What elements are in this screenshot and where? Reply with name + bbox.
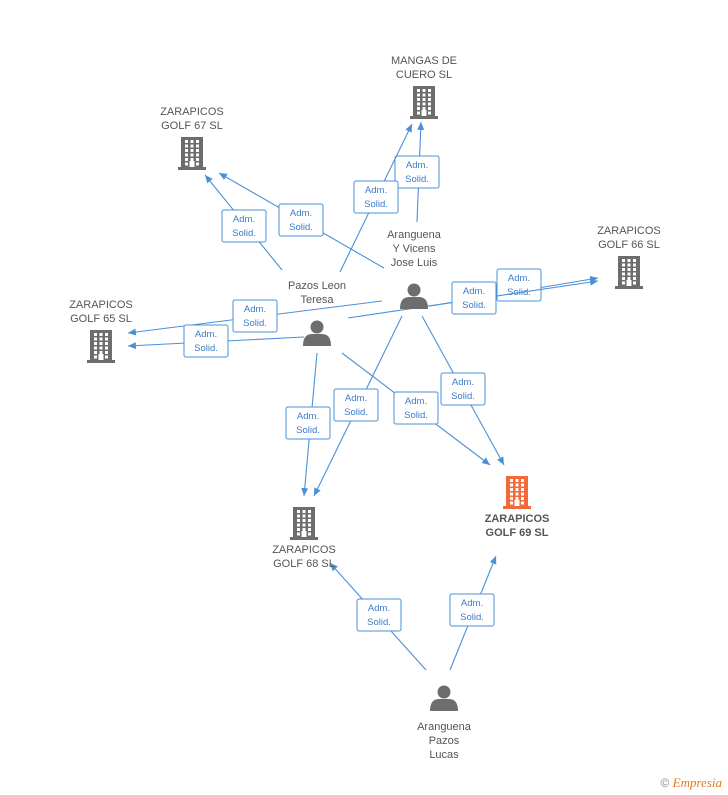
node-label: MANGAS DE bbox=[391, 55, 457, 67]
edge-teresa-to-golf69[interactable]: Adm. Solid. bbox=[341, 352, 491, 466]
building-icon bbox=[178, 137, 206, 170]
company-node-golf69[interactable]: ZARAPICOS GOLF 69 SL bbox=[485, 476, 550, 539]
person-icon bbox=[400, 283, 428, 309]
node-label: CUERO SL bbox=[396, 69, 452, 81]
edge-label-text: Solid. bbox=[243, 318, 267, 329]
company-node-golf68[interactable]: ZARAPICOS GOLF 68 SL bbox=[272, 507, 336, 570]
edge-label-text: Adm. bbox=[461, 598, 483, 609]
edge-jose-to-mangas[interactable]: Adm. Solid. bbox=[394, 121, 440, 223]
edge-label-text: Adm. bbox=[463, 286, 485, 297]
company-node-golf65[interactable]: ZARAPICOS GOLF 65 SL bbox=[69, 299, 133, 363]
edge-label-text: Adm. bbox=[406, 160, 428, 171]
node-label: ZARAPICOS bbox=[69, 299, 133, 311]
edge-teresa-to-golf68[interactable]: Adm. Solid. bbox=[285, 352, 331, 497]
person-icon bbox=[430, 685, 458, 711]
edge-jose-to-golf67[interactable]: Adm. Solid. bbox=[218, 172, 385, 269]
edge-label-box[interactable]: Adm. Solid. bbox=[353, 180, 399, 214]
footer-credit: © Empresia bbox=[660, 775, 722, 791]
edge-label-text: Solid. bbox=[451, 391, 475, 402]
edge-label-box[interactable]: Adm. Solid. bbox=[451, 281, 497, 315]
edge-label-text: Adm. bbox=[452, 377, 474, 388]
copyright-symbol: © bbox=[660, 776, 670, 790]
edge-label-text: Solid. bbox=[405, 174, 429, 185]
edge-teresa-to-golf65[interactable]: Adm. Solid. bbox=[127, 324, 305, 358]
edge-label-text: Adm. bbox=[233, 214, 255, 225]
edge-teresa-to-golf66[interactable]: Adm. Solid. bbox=[347, 278, 599, 319]
edge-label-box[interactable]: Adm. Solid. bbox=[183, 324, 229, 358]
edge-label-box[interactable]: Adm. Solid. bbox=[449, 593, 495, 627]
node-label: GOLF 69 SL bbox=[486, 527, 549, 539]
edge-label-box[interactable]: Adm. Solid. bbox=[440, 372, 486, 406]
edge-jose-to-golf68[interactable]: Adm. Solid. bbox=[313, 315, 403, 497]
node-label: GOLF 66 SL bbox=[598, 239, 660, 251]
building-icon bbox=[410, 86, 438, 119]
edge-label-text: Solid. bbox=[194, 343, 218, 354]
node-label: Aranguena bbox=[387, 229, 442, 241]
building-icon bbox=[503, 476, 531, 509]
edge-label-text: Solid. bbox=[289, 222, 313, 233]
edge-label-text: Solid. bbox=[462, 300, 486, 311]
company-node-golf66[interactable]: ZARAPICOS GOLF 66 SL bbox=[597, 225, 661, 289]
edge-label-text: Adm. bbox=[368, 603, 390, 614]
node-label: Aranguena bbox=[417, 721, 472, 733]
edge-label-text: Solid. bbox=[367, 617, 391, 628]
node-label: Pazos bbox=[429, 735, 460, 747]
node-label: Teresa bbox=[300, 294, 334, 306]
edge-label-box[interactable]: Adm. Solid. bbox=[394, 155, 440, 189]
company-node-golf67[interactable]: ZARAPICOS GOLF 67 SL bbox=[160, 106, 224, 170]
edge-label-box[interactable]: Adm. Solid. bbox=[356, 598, 402, 632]
edge-teresa-to-golf67[interactable]: Adm. Solid. bbox=[204, 174, 283, 271]
node-label: Y Vicens bbox=[392, 243, 436, 255]
edge-lucas-to-golf69[interactable]: Adm. Solid. bbox=[449, 555, 497, 671]
node-label: GOLF 67 SL bbox=[161, 120, 223, 132]
edge-label-text: Adm. bbox=[345, 393, 367, 404]
building-icon bbox=[290, 507, 318, 540]
edge-label-box[interactable]: Adm. Solid. bbox=[393, 391, 439, 425]
node-label: Jose Luis bbox=[391, 257, 438, 269]
building-icon bbox=[87, 330, 115, 363]
edge-label-text: Adm. bbox=[508, 273, 530, 284]
edge-label-box[interactable]: Adm. Solid. bbox=[221, 209, 267, 243]
edge-teresa-to-mangas[interactable]: Adm. Solid. bbox=[339, 123, 413, 273]
edge-lucas-to-golf68[interactable]: Adm. Solid. bbox=[329, 562, 427, 671]
edge-label-box[interactable]: Adm. Solid. bbox=[232, 299, 278, 333]
edge-label-text: Adm. bbox=[405, 396, 427, 407]
node-label: ZARAPICOS bbox=[272, 544, 336, 556]
edge-jose-to-golf69[interactable]: Adm. Solid. bbox=[421, 315, 505, 466]
node-label: ZARAPICOS bbox=[597, 225, 661, 237]
edge-label-text: Solid. bbox=[344, 407, 368, 418]
edge-label-text: Solid. bbox=[296, 425, 320, 436]
edge-label-box[interactable]: Adm. Solid. bbox=[285, 406, 331, 440]
edge-label-text: Solid. bbox=[364, 199, 388, 210]
edge-label-text: Adm. bbox=[297, 411, 319, 422]
node-label: GOLF 68 SL bbox=[273, 558, 335, 570]
node-label: Pazos Leon bbox=[288, 280, 346, 292]
edge-label-text: Adm. bbox=[290, 208, 312, 219]
edge-label-text: Solid. bbox=[232, 228, 256, 239]
edge-label-box[interactable]: Adm. Solid. bbox=[278, 203, 324, 237]
building-icon bbox=[615, 256, 643, 289]
company-node-mangas[interactable]: MANGAS DE CUERO SL bbox=[391, 55, 457, 119]
edge-label-text: Solid. bbox=[404, 410, 428, 421]
edge-label-text: Solid. bbox=[460, 612, 484, 623]
edge-label-text: Adm. bbox=[195, 329, 217, 340]
edge-label-text: Adm. bbox=[244, 304, 266, 315]
node-label: ZARAPICOS bbox=[160, 106, 224, 118]
edge-label-box[interactable]: Adm.Solid. bbox=[496, 268, 542, 302]
person-icon bbox=[303, 320, 331, 346]
edges-layer: Adm. Solid. Adm. Solid. Adm. Solid. Adm. Solid.… bbox=[127, 121, 599, 671]
node-label: Lucas bbox=[429, 749, 459, 761]
edge-label-text: Adm. bbox=[365, 185, 387, 196]
edge-jose-to-golf65[interactable]: Adm. Solid. bbox=[127, 299, 383, 336]
node-label: ZARAPICOS bbox=[485, 513, 550, 525]
edge-label-box[interactable]: Adm. Solid. bbox=[333, 388, 379, 422]
brand-logo[interactable]: Empresia bbox=[672, 775, 722, 790]
node-label: GOLF 65 SL bbox=[70, 313, 132, 325]
